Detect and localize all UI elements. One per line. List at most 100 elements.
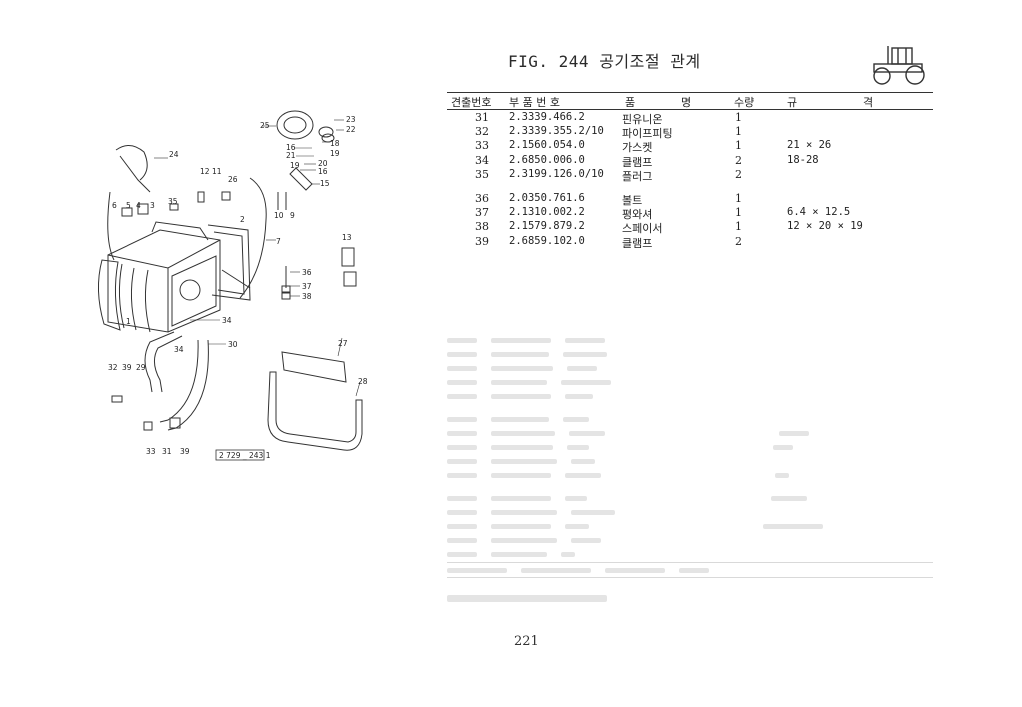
row-name: 스페이서 <box>622 222 663 236</box>
label-15: 15 <box>320 179 330 188</box>
label-33: 33 <box>146 447 156 456</box>
label-30: 30 <box>228 340 238 349</box>
table-row: 38 2.1579.879.2 스페이서 1 12 × 20 × 19 <box>447 220 933 236</box>
row-name: 클램프 <box>622 236 653 250</box>
row-name: 볼트 <box>622 193 643 207</box>
row-part: 2.6850.006.0 <box>509 153 585 166</box>
row-part: 2.3199.126.0/10 <box>509 167 604 180</box>
table-row: 34 2.6850.006.0 클램프 2 18-28 <box>447 153 933 169</box>
label-35: 35 <box>168 197 178 206</box>
row-qty: 2 <box>735 153 742 167</box>
row-qty: 1 <box>735 191 742 205</box>
label-39b: 39 <box>180 447 190 456</box>
row-name: 클램프 <box>622 155 653 169</box>
label-21: 21 <box>286 151 296 160</box>
row-qty: 2 <box>735 234 742 248</box>
label-3: 3 <box>150 201 155 210</box>
label-38: 38 <box>302 292 312 301</box>
bleed-through-shadow <box>447 334 933 602</box>
row-no: 35 <box>475 167 489 181</box>
figure-title: FIG. 244 공기조절 관계 <box>508 52 701 71</box>
label-36: 36 <box>302 268 312 277</box>
label-23: 23 <box>346 115 356 124</box>
table-row: 32 2.3339.355.2/10 파이프피팅 1 <box>447 125 933 141</box>
label-28: 28 <box>358 377 368 386</box>
row-spec: 6.4 × 12.5 <box>787 206 851 219</box>
label-7: 7 <box>276 237 281 246</box>
table-row: 39 2.6859.102.0 클램프 2 <box>447 234 933 250</box>
tractor-icon <box>873 46 925 85</box>
label-11: 11 <box>212 167 222 176</box>
header-qty: 수량 <box>734 96 755 109</box>
label-22: 22 <box>346 125 356 134</box>
row-name: 가스켓 <box>622 141 653 155</box>
exploded-parts-diagram: 24 25 23 22 16 18 21 19 19 20 16 15 1 2 1… <box>97 110 368 461</box>
row-part: 2.6859.102.0 <box>509 234 585 247</box>
table-row: 33 2.1560.054.0 가스켓 1 21 × 26 <box>447 139 933 155</box>
row-part: 2.1560.054.0 <box>509 139 585 152</box>
label-16b: 16 <box>318 167 328 176</box>
parts-table: 견출번호 부 품 번 호 품 명 수량 규 격 31 2.3339.466.2 … <box>447 92 933 250</box>
table-row: 31 2.3339.466.2 핀유니온 1 <box>447 111 933 126</box>
row-no: 37 <box>475 206 489 220</box>
label-24: 24 <box>169 150 179 159</box>
label-4: 4 <box>136 201 141 210</box>
row-part: 2.3339.355.2/10 <box>509 125 604 138</box>
row-no: 33 <box>475 139 489 153</box>
page-number: 221 <box>514 634 539 649</box>
label-34b: 34 <box>174 345 184 354</box>
row-no: 36 <box>475 191 489 205</box>
label-1: 1 <box>126 317 131 326</box>
label-6: 6 <box>112 201 117 210</box>
label-31: 31 <box>162 447 172 456</box>
row-qty: 1 <box>735 125 742 139</box>
row-name: 파이프피팅 <box>622 127 673 141</box>
label-19a: 19 <box>330 149 340 158</box>
header-spec-a: 규 <box>787 96 798 109</box>
table-row: 35 2.3199.126.0/10 플러그 2 <box>447 167 933 183</box>
label-37: 37 <box>302 282 312 291</box>
row-qty: 1 <box>735 206 742 220</box>
label-32: 32 <box>108 363 118 372</box>
row-qty: 1 <box>735 220 742 234</box>
label-34a: 34 <box>222 316 232 325</box>
header-name-a: 품 <box>625 96 636 109</box>
label-27: 27 <box>338 339 348 348</box>
header-no: 견출번호 <box>451 96 492 109</box>
table-row: 37 2.1310.002.2 평와셔 1 6.4 × 12.5 <box>447 206 933 222</box>
row-spec: 18-28 <box>787 153 819 166</box>
label-29: 29 <box>136 363 146 372</box>
figure-reference: 2 729 _ 243 1 <box>219 451 271 460</box>
label-20: 20 <box>318 159 328 168</box>
row-qty: 1 <box>735 111 742 124</box>
table-header: 견출번호 부 품 번 호 품 명 수량 규 격 <box>447 92 933 110</box>
label-2: 2 <box>240 215 245 224</box>
row-part: 2.1310.002.2 <box>509 206 585 219</box>
label-9: 9 <box>290 211 295 220</box>
row-qty: 1 <box>735 139 742 153</box>
label-5: 5 <box>126 201 131 210</box>
row-part: 2.1579.879.2 <box>509 220 585 233</box>
row-name: 플러그 <box>622 169 653 183</box>
row-part: 2.0350.761.6 <box>509 191 585 204</box>
row-name: 평와셔 <box>622 208 653 222</box>
row-no: 31 <box>475 111 489 124</box>
label-25: 25 <box>260 121 270 130</box>
row-spec: 12 × 20 × 19 <box>787 220 863 233</box>
label-39a: 39 <box>122 363 132 372</box>
row-no: 32 <box>475 125 489 139</box>
header-spec-b: 격 <box>863 96 874 109</box>
row-spec: 21 × 26 <box>787 139 832 152</box>
row-part: 2.3339.466.2 <box>509 111 585 123</box>
label-26: 26 <box>228 175 238 184</box>
row-no: 39 <box>475 234 489 248</box>
label-19b: 19 <box>290 161 300 170</box>
label-18: 18 <box>330 139 340 148</box>
row-qty: 2 <box>735 167 742 181</box>
header-name-b: 명 <box>681 96 692 109</box>
label-16a: 16 <box>286 143 296 152</box>
label-10: 10 <box>274 211 284 220</box>
header-part: 부 품 번 호 <box>509 96 560 109</box>
label-13: 13 <box>342 233 352 242</box>
